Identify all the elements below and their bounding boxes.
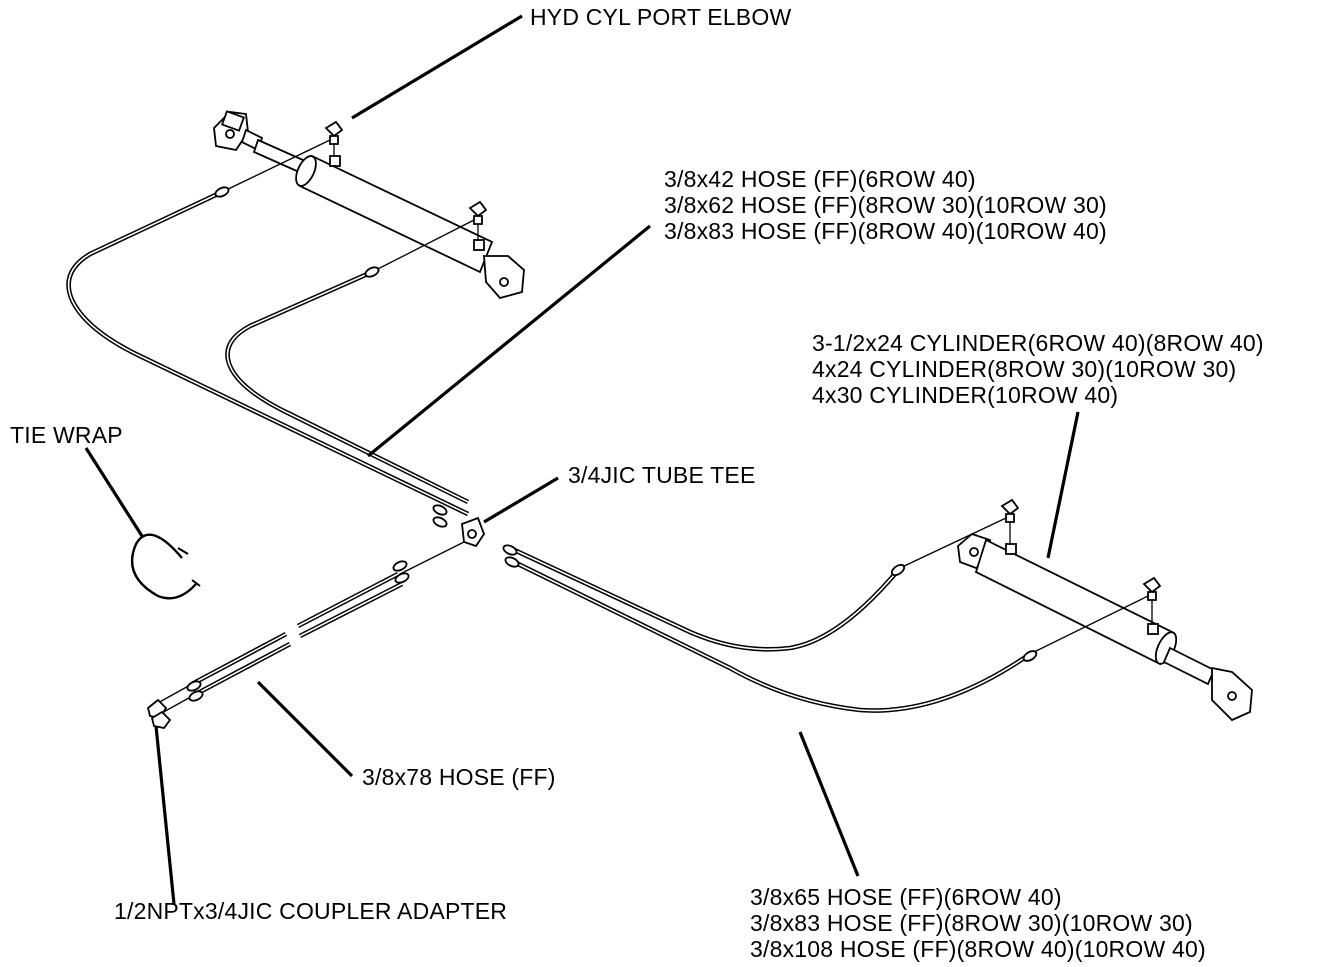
port-elbow-3 [1000,498,1020,523]
label-coupler-adapter: 1/2NPTx3/4JIC COUPLER ADAPTER [114,898,507,924]
label-upper-hose-line-3: 3/8x83 HOSE (FF)(8ROW 40)(10ROW 40) [664,218,1107,244]
label-lower-hose-line-3: 3/8x108 HOSE (FF)(8ROW 40)(10ROW 40) [750,936,1206,962]
label-hose-78-text: 3/8x78 HOSE (FF) [362,764,556,790]
port-elbow-1 [324,120,344,145]
label-hose-78: 3/8x78 HOSE (FF) [362,764,556,790]
hose-runs [66,139,1149,715]
label-cylinder-line-1: 3-1/2x24 CYLINDER(6ROW 40)(8ROW 40) [812,330,1264,356]
label-port-elbow: HYD CYL PORT ELBOW [530,4,791,30]
label-tie-wrap: TIE WRAP [10,422,123,448]
right-cylinder [957,498,1253,722]
label-cylinder-line-2: 4x24 CYLINDER(8ROW 30)(10ROW 30) [812,356,1237,382]
label-upper-hose-line-1: 3/8x42 HOSE (FF)(6ROW 40) [664,166,976,192]
label-cylinder-line-3: 4x30 CYLINDER(10ROW 40) [812,382,1119,408]
port-elbow-4 [1142,576,1162,601]
label-tube-tee-text: 3/4JIC TUBE TEE [568,462,756,488]
label-lower-hose-line-1: 3/8x65 HOSE (FF)(6ROW 40) [750,884,1062,910]
coupler-adapters [146,698,172,729]
label-coupler-adapter-text: 1/2NPTx3/4JIC COUPLER ADAPTER [114,898,508,924]
label-port-elbow-text: HYD CYL PORT ELBOW [530,4,792,30]
label-lower-hose: 3/8x65 HOSE (FF)(6ROW 40) 3/8x83 HOSE (F… [750,884,1206,962]
upper-cylinder [213,110,525,300]
hose-fittings [186,186,1038,702]
label-lower-hose-line-2: 3/8x83 HOSE (FF)(8ROW 30)(10ROW 30) [750,910,1193,936]
label-tie-wrap-text: TIE WRAP [10,422,123,448]
label-tube-tee: 3/4JIC TUBE TEE [568,462,756,488]
label-cylinder: 3-1/2x24 CYLINDER(6ROW 40)(8ROW 40) 4x24… [812,330,1264,408]
tie-wrap [131,533,197,600]
label-upper-hose: 3/8x42 HOSE (FF)(6ROW 40) 3/8x62 HOSE (F… [664,166,1107,244]
tube-tee [461,516,486,548]
port-elbow-2 [468,200,488,225]
label-upper-hose-line-2: 3/8x62 HOSE (FF)(8ROW 30)(10ROW 30) [664,192,1107,218]
leader-lines [84,14,1080,905]
